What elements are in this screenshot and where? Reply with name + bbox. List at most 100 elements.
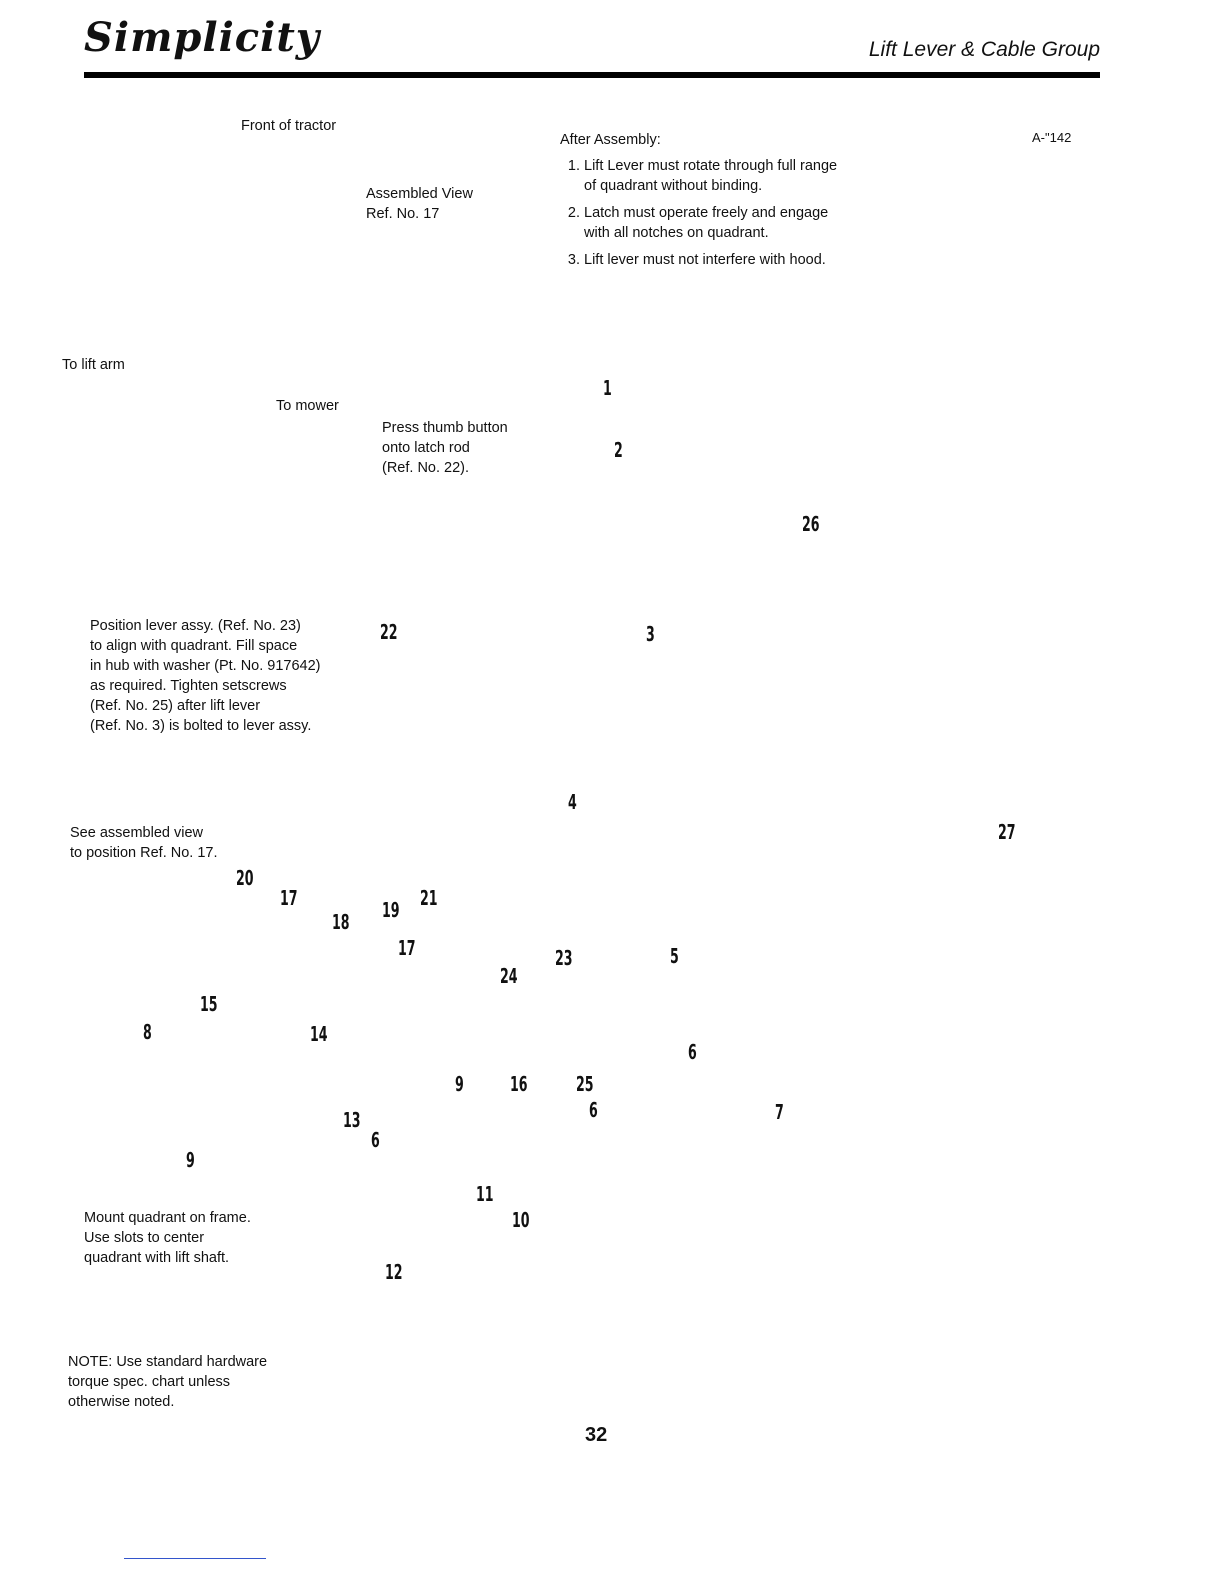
latch-spring: [571, 838, 581, 885]
lift-lever: [569, 529, 641, 863]
washer: [664, 1082, 680, 1098]
part-number-3: 3: [646, 622, 655, 646]
inset-bracket: [207, 149, 297, 221]
frame-bolt: [1028, 761, 1056, 783]
header-rule: [84, 72, 1100, 78]
part-number-9: 9: [455, 1072, 464, 1096]
after-assembly-title: After Assembly:: [560, 132, 661, 148]
roll-pin: [657, 966, 675, 992]
hardware-note: NOTE: Use standard hardware torque spec.…: [68, 1354, 268, 1410]
part-number-14: 14: [310, 1022, 328, 1046]
inset-bolt: [240, 220, 254, 234]
leader-assembled-view: [199, 171, 359, 193]
part-number-6: 6: [688, 1040, 697, 1064]
front-of-tractor-label: Front of tractor: [241, 118, 337, 134]
nut: [311, 1135, 329, 1153]
lever-assembly-plate: [599, 848, 651, 1071]
part-number-8: 8: [143, 1020, 152, 1044]
washer: [508, 1160, 528, 1180]
part-number-26: 26: [802, 512, 820, 536]
part-number-1: 1: [603, 376, 612, 400]
latch-rod-upper: [419, 507, 441, 615]
lever-spring: [547, 427, 579, 503]
part-number-18: 18: [332, 910, 350, 934]
part-number-5: 5: [670, 944, 679, 968]
lever-hub: [553, 978, 581, 1041]
assembled-view-label: Assembled View: [366, 186, 473, 202]
lift-shaft-arm: [829, 619, 855, 687]
lift-arm-arrow: [123, 319, 131, 343]
section-title: Lift Lever & Cable Group: [868, 38, 1100, 61]
clamp-bolt: [204, 1103, 232, 1123]
part-number-16: 16: [510, 1072, 528, 1096]
to-mower-label: To mower: [276, 398, 339, 414]
part-number-6: 6: [589, 1098, 598, 1122]
pivot-block: [373, 1006, 405, 1058]
after-assembly-item: Lift Lever must rotate through full rang…: [584, 156, 840, 196]
to-lift-arm-label: To lift arm: [62, 357, 125, 373]
part-number-25: 25: [576, 1072, 594, 1096]
position-lever-callout: Position lever assy. (Ref. No. 23) to al…: [90, 618, 321, 734]
cable-guide: [419, 960, 461, 1028]
see-assembled-callout: See assembled view to position Ref. No. …: [70, 825, 218, 861]
thumb-button-callout: Press thumb button onto latch rod (Ref. …: [382, 420, 508, 476]
lift-shaft-arm: [689, 537, 717, 609]
thumb-button: [546, 400, 566, 424]
quadrant-bolt: [538, 1180, 570, 1205]
part-number-20: 20: [236, 866, 254, 890]
brand-logo: Simplicity: [84, 14, 321, 61]
washer: [390, 1096, 406, 1112]
after-assembly-item: Latch must operate freely and engage wit…: [584, 203, 840, 243]
page-number: 32: [585, 1424, 608, 1446]
nut: [205, 919, 223, 937]
lift-shaft: [715, 589, 837, 651]
cable-to-lift-arm: [132, 158, 198, 322]
part-number-4: 4: [568, 790, 577, 814]
pivot-bolt: [418, 1057, 446, 1077]
cable-guide: [235, 928, 282, 980]
control-cable: [225, 1039, 271, 1067]
lever-bolt: [720, 1069, 758, 1095]
after-assembly-notes: After Assembly: Lift Lever must rotate t…: [560, 130, 840, 277]
part-number-9: 9: [186, 1148, 195, 1172]
part-number-21: 21: [420, 886, 438, 910]
part-number-12: 12: [385, 1260, 403, 1284]
cable-pulley: [327, 981, 373, 1027]
inset-guide: [217, 204, 331, 258]
part-number-10: 10: [512, 1208, 530, 1232]
inset-nut: [233, 209, 261, 245]
part-number-15: 15: [200, 992, 218, 1016]
part-number-24: 24: [500, 964, 518, 988]
part-number-23: 23: [555, 946, 573, 970]
spacer: [293, 961, 315, 987]
part-number-7: 7: [775, 1100, 784, 1124]
part-number-2: 2: [614, 438, 623, 462]
nut: [371, 1081, 389, 1099]
leader-ref17: [331, 217, 365, 233]
part-number-6: 6: [371, 1128, 380, 1152]
footer-link-underline: [124, 1558, 266, 1559]
quadrant-bolt: [476, 1237, 502, 1259]
cotter-pin: [339, 1042, 371, 1060]
inset-pulley: [181, 157, 319, 295]
part-number-13: 13: [343, 1108, 361, 1132]
part-number-17: 17: [280, 886, 298, 910]
cable-clamp: [178, 1054, 232, 1104]
front-arrow-head: [123, 120, 139, 132]
part-number-19: 19: [382, 898, 400, 922]
part-number-27: 27: [998, 820, 1016, 844]
pivot-bolt: [454, 1023, 494, 1047]
figure-id: A-"142: [1032, 130, 1072, 145]
part-number-17: 17: [398, 936, 416, 960]
latch-rod-lower: [435, 617, 489, 863]
washer: [330, 1150, 346, 1166]
part-number-22: 22: [380, 620, 398, 644]
washer: [444, 1212, 464, 1232]
after-assembly-item: Lift lever must not interfere with hood.: [584, 250, 840, 270]
latch-bracket: [465, 879, 550, 929]
assembled-view-ref: Ref. No. 17: [366, 206, 440, 222]
lever-bolt: [698, 1099, 734, 1123]
part-number-11: 11: [476, 1182, 494, 1206]
mount-quadrant-callout: Mount quadrant on frame. Use slots to ce…: [84, 1210, 251, 1266]
inset-pulley-inner: [189, 165, 311, 287]
